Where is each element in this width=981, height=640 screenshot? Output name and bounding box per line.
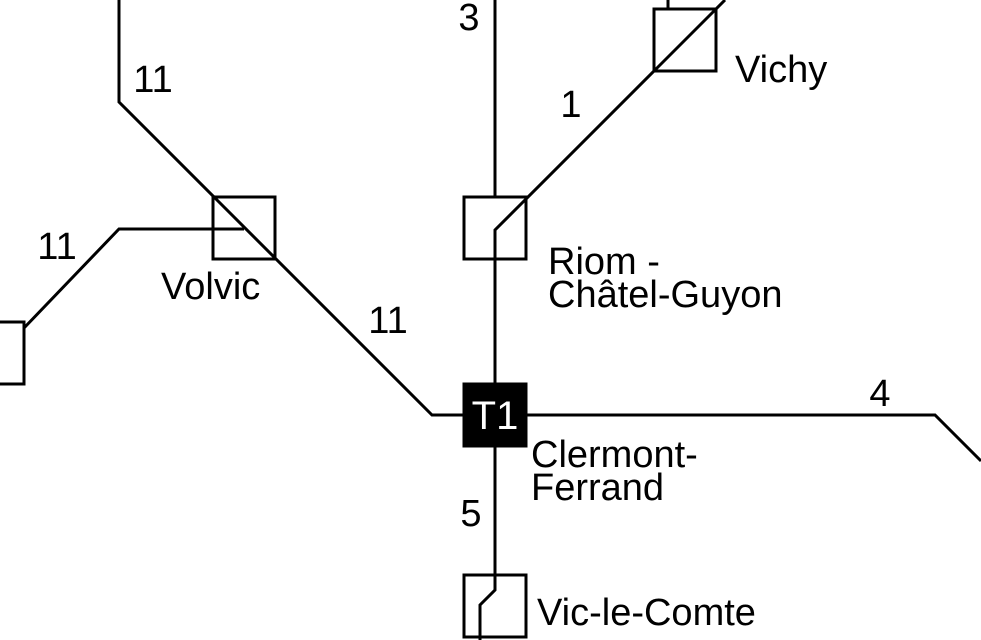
vichy-marker-crossing bbox=[652, 7, 718, 73]
route-number-11-mid: 11 bbox=[368, 300, 407, 342]
riom-marker-crossing bbox=[493, 197, 528, 259]
station-label-riom-line1: Riom - bbox=[548, 241, 660, 283]
route-number-4: 4 bbox=[869, 373, 890, 415]
vic-le-comte-marker-crossing bbox=[478, 575, 497, 637]
route-11-north-line bbox=[117, 0, 495, 417]
route-number-1: 1 bbox=[560, 84, 581, 126]
route-number-5: 5 bbox=[460, 493, 481, 535]
station-label-volvic: Volvic bbox=[161, 266, 260, 308]
station-label-riom-line2: Châtel-Guyon bbox=[548, 274, 782, 316]
route-numbers: 3 1 11 11 11 4 5 bbox=[37, 0, 890, 535]
stations: T1 bbox=[0, 7, 718, 639]
volvic-marker-crossing bbox=[211, 194, 277, 260]
hub-code: T1 bbox=[472, 394, 519, 438]
hub-t1-marker[interactable] bbox=[462, 382, 528, 448]
hub-label-line1: Clermont- bbox=[531, 434, 698, 476]
route-number-11-left: 11 bbox=[37, 226, 76, 268]
station-labels: Vichy Riom - Châtel-Guyon Volvic Clermon… bbox=[161, 49, 827, 634]
route-11-west-line bbox=[0, 227, 244, 355]
station-label-vic-le-comte: Vic-le-Comte bbox=[537, 592, 756, 634]
route-4-line bbox=[495, 413, 981, 463]
hub-label-line2: Ferrand bbox=[531, 467, 664, 509]
route-number-3: 3 bbox=[458, 0, 479, 39]
station-label-vichy: Vichy bbox=[735, 49, 827, 91]
station-west-marker[interactable] bbox=[0, 320, 26, 386]
route-number-11-top: 11 bbox=[133, 59, 172, 101]
